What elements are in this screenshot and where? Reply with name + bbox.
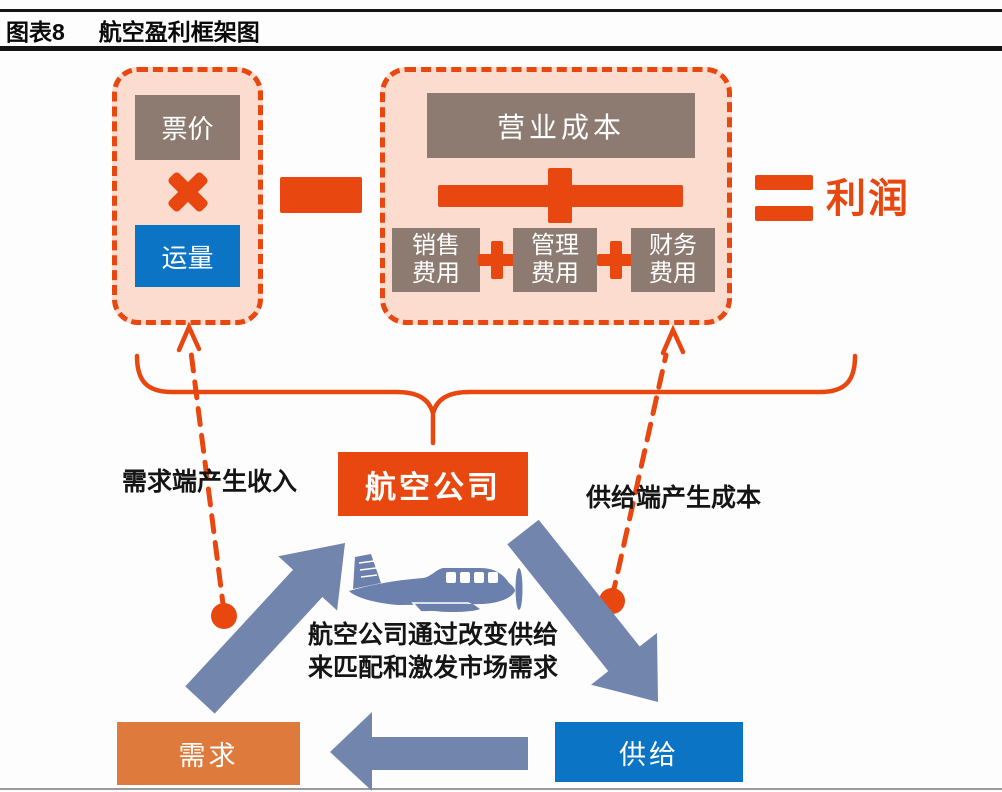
supply-dashed-arrow [609,324,686,601]
admin-expense-label: 管理费用 [531,231,579,287]
finance-expense-label: 财务费用 [649,231,697,287]
demand-label: 需求 [178,741,239,771]
brace-icon [134,353,858,446]
price-box: 票价 [135,95,240,160]
left-arrow-icon [330,712,528,791]
airline-label: 航空公司 [365,469,501,505]
bottom-rule [0,788,1002,790]
supply-label: 供给 [619,739,679,770]
figure-label: 图表8 [6,19,65,45]
selling-expense-box: 销售费用 [392,228,480,292]
supply-box: 供给 [555,722,743,782]
demand-box: 需求 [117,722,300,785]
airplane-icon [349,554,523,613]
center-note: 航空公司通过改变供给 来匹配和激发市场需求 [208,619,658,685]
selling-expense-label: 销售费用 [412,231,460,287]
price-label: 票价 [161,114,214,144]
plus-icon [597,241,635,279]
supply-dot [599,588,625,614]
figure-header: 图表8 航空盈利框架图 [6,13,260,47]
airline-box: 航空公司 [338,452,528,516]
admin-expense-box: 管理费用 [513,228,597,292]
minus-icon [280,177,362,213]
demand-note: 需求端产生收入 [122,468,298,496]
finance-expense-box: 财务费用 [631,228,715,292]
volume-box: 运量 [135,225,240,287]
equals-icon-lower [755,206,813,221]
plus-icon [478,241,516,279]
volume-label: 运量 [161,242,214,273]
top-rule [0,9,1002,12]
figure-title: 航空盈利框架图 [98,19,260,45]
big-plus-icon-vertical [548,168,572,223]
operating-cost-box: 营业成本 [427,93,695,158]
center-note-line1: 航空公司通过改变供给 [307,621,558,649]
header-rule [0,46,1002,51]
profit-label: 利润 [826,177,910,221]
center-note-line2: 来匹配和激发市场需求 [307,654,558,682]
multiply-icon [165,169,211,215]
supply-note: 供给端产生成本 [586,484,762,512]
equals-icon [755,175,813,190]
operating-cost-label: 营业成本 [496,111,625,143]
